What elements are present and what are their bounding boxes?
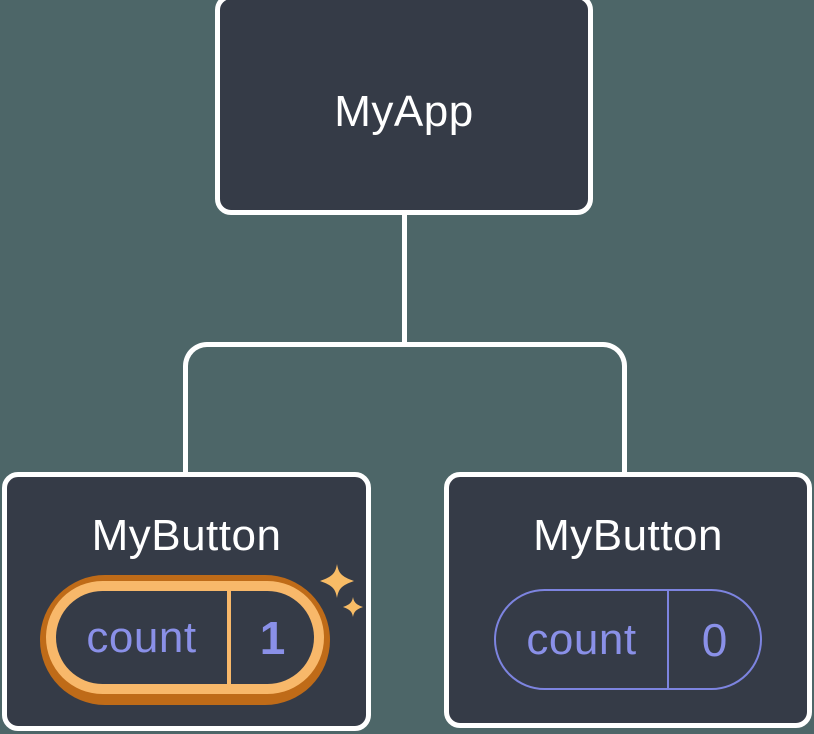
child-node-left-label: MyButton — [91, 511, 282, 560]
child-node-right: MyButton count 0 — [444, 472, 812, 728]
state-value: 0 — [701, 613, 728, 666]
connector-branch — [183, 342, 627, 472]
state-pill-body: count 1 — [56, 591, 314, 684]
child-node-right-label: MyButton — [533, 511, 723, 560]
root-node: MyApp — [215, 0, 593, 215]
state-value: 1 — [259, 611, 286, 664]
child-node-left: MyButton count 1 — [2, 472, 371, 731]
sparkles-icon — [320, 564, 363, 617]
root-node-label: MyApp — [334, 86, 474, 136]
state-pill-divider — [667, 591, 669, 688]
state-name: count — [86, 612, 197, 662]
state-pill-plain: count 0 — [494, 589, 762, 690]
state-pill-highlighted: count 1 — [40, 575, 330, 705]
state-pill-divider — [227, 591, 231, 684]
connector-stem — [402, 215, 407, 347]
state-name: count — [526, 614, 637, 664]
state-pill-highlight-ring: count 1 — [46, 581, 324, 694]
